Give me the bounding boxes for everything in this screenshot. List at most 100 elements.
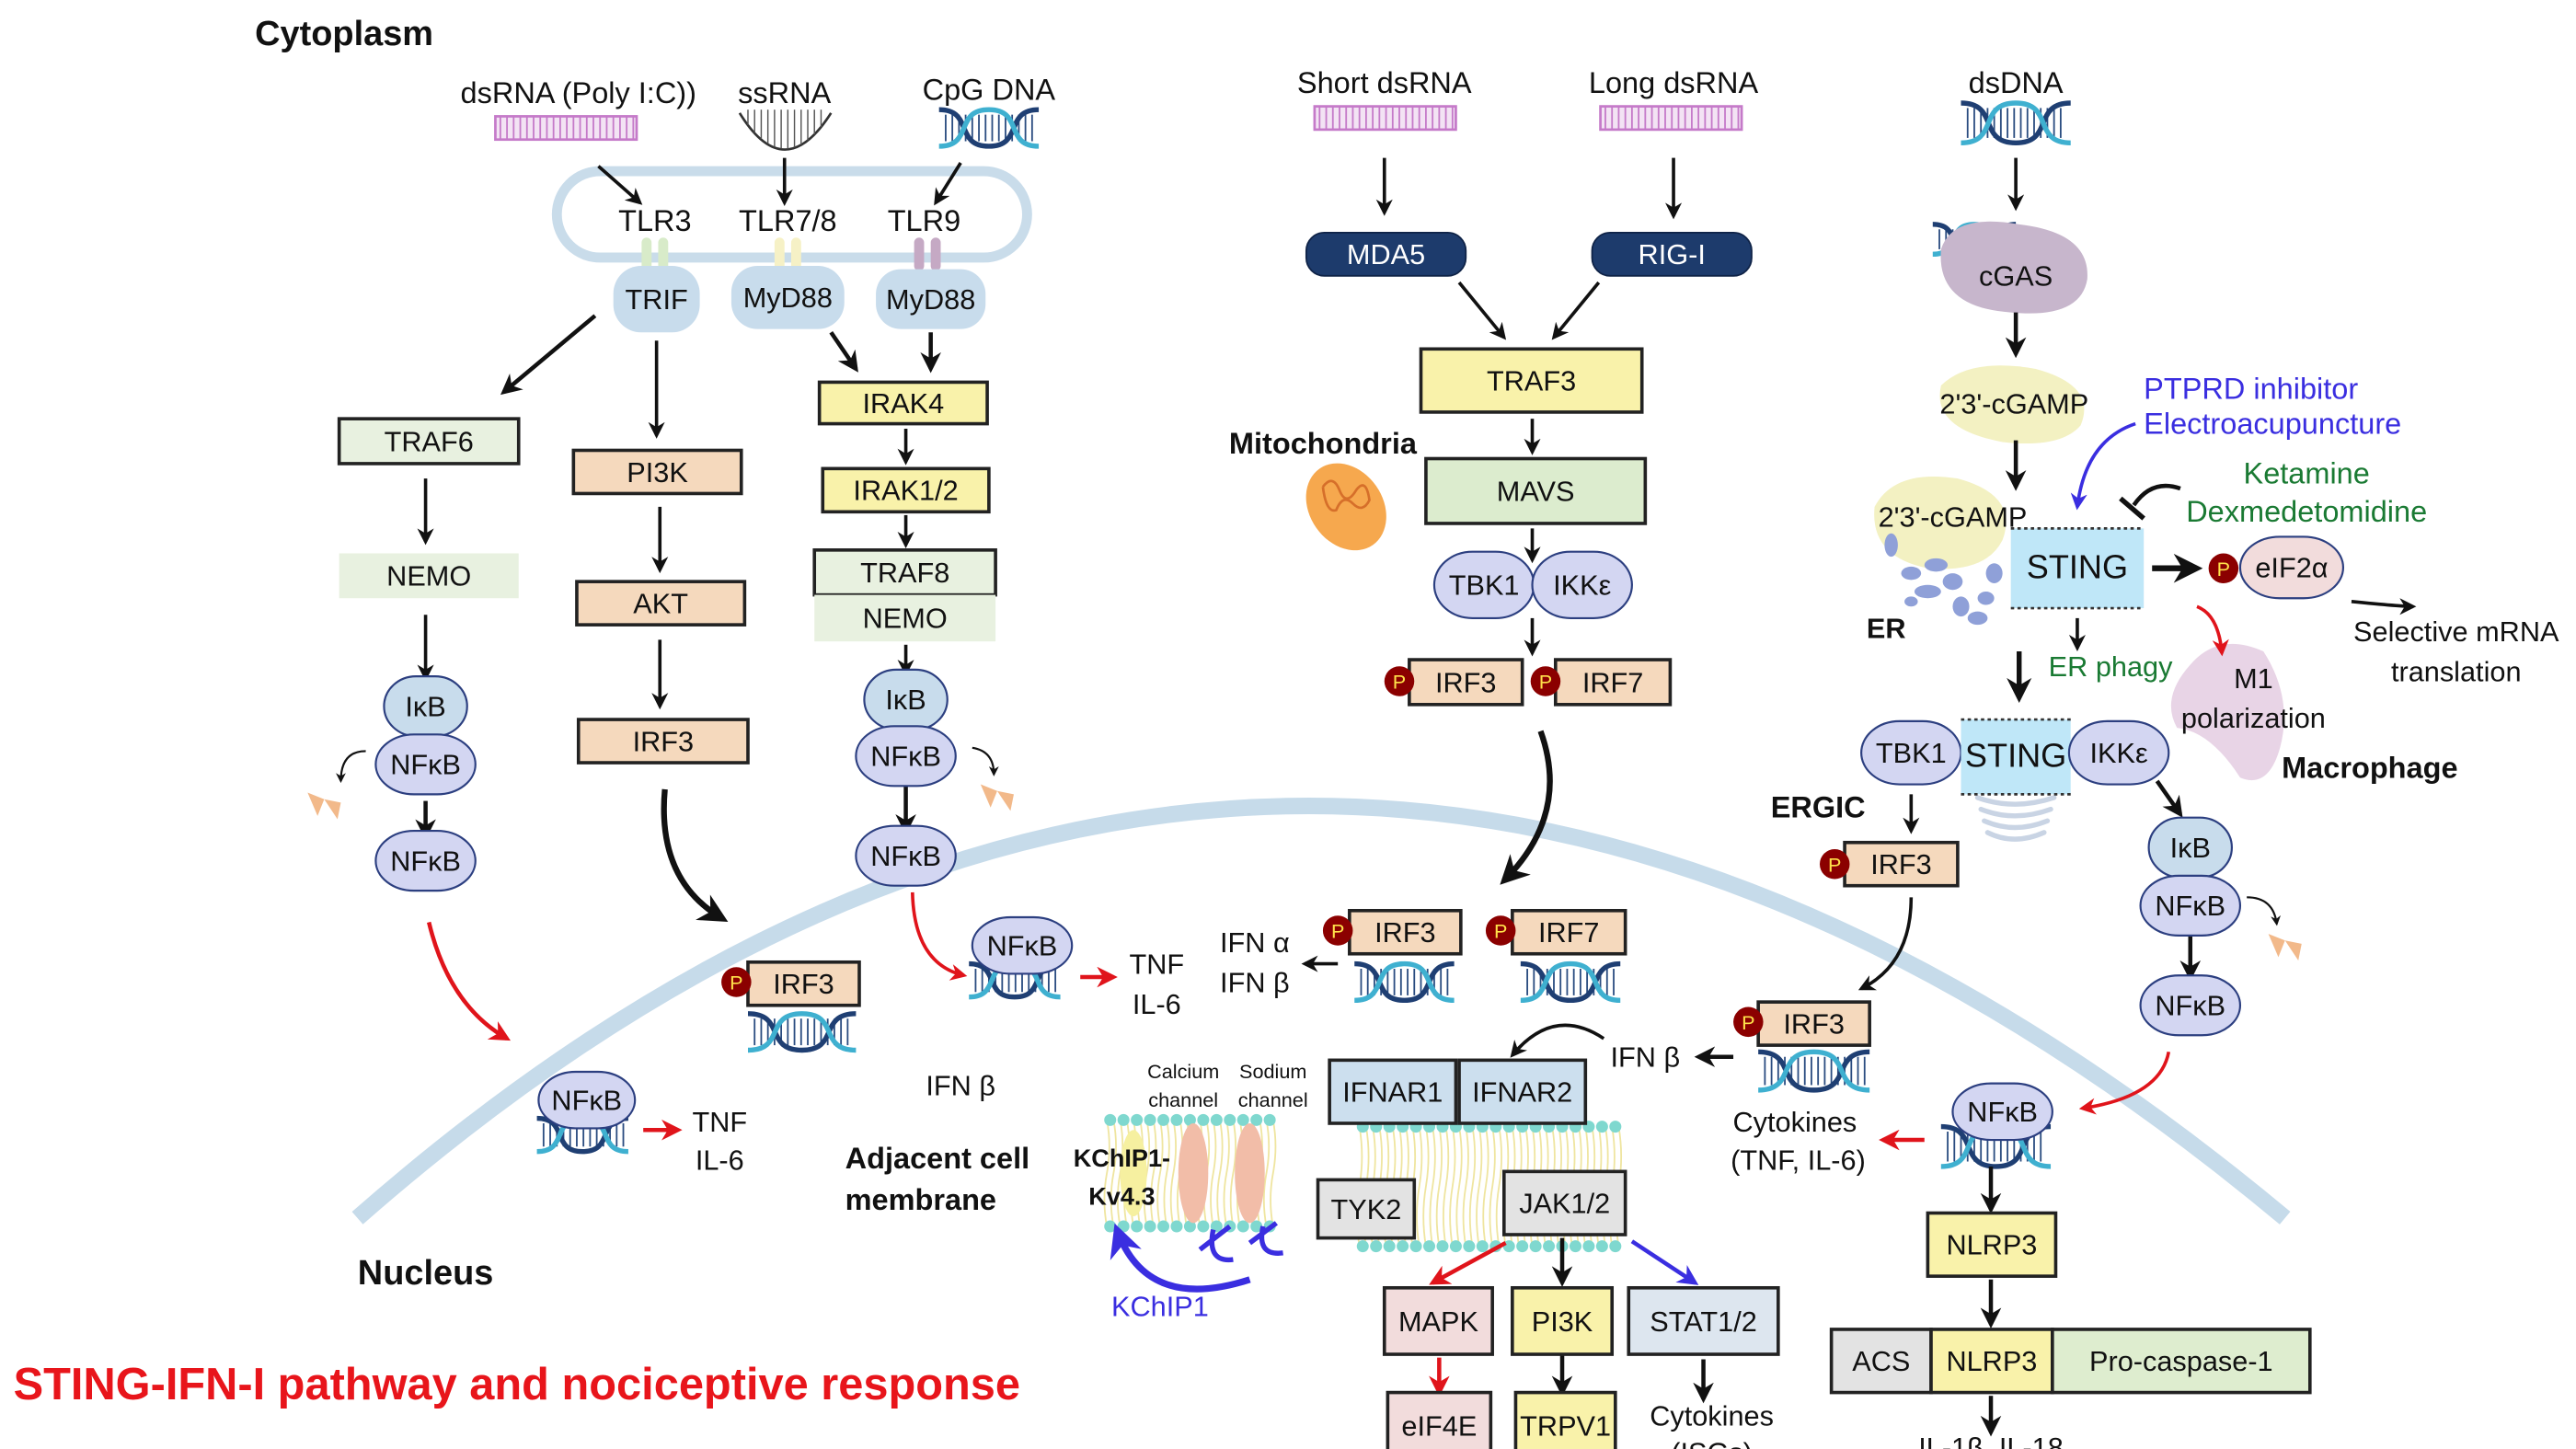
node-ikkeb: IKKε: [2067, 719, 2170, 786]
cgamp-blob: [1939, 365, 2085, 444]
dsrna-icon: [1599, 105, 1743, 132]
text-kchip1: KChIP1: [1111, 1291, 1209, 1323]
irf3n3-label: IRF3: [1783, 1007, 1844, 1040]
kchip1-icon: [1198, 1221, 1283, 1263]
irf3n1-label: IRF3: [773, 968, 834, 1000]
kchip1-kv43-channel: [1120, 1130, 1147, 1217]
node-traf6: TRAF6: [337, 417, 521, 466]
procasp-label: Pro-caspase-1: [2089, 1345, 2273, 1377]
text-er_phagy: ER phagy: [2049, 650, 2173, 683]
text-macrophage: Macrophage: [2282, 751, 2457, 784]
ifnar1-label: IFNAR1: [1342, 1076, 1443, 1109]
rigi-label: RIG-I: [1639, 238, 1706, 270]
nfkbn3-label: NFκB: [1967, 1096, 2038, 1128]
phospho-label: P: [1828, 853, 1841, 876]
phospho-badge: P: [2208, 553, 2239, 583]
eif2a-label: eIF2α: [2255, 552, 2328, 584]
degraded-ikb-icon: [2268, 934, 2302, 960]
dna-icon: [1520, 960, 1621, 1004]
node-nfkb2a: NFκB: [855, 725, 957, 788]
dna-icon: [938, 107, 1040, 149]
dna-icon: [1758, 1049, 1870, 1093]
text-adj2: membrane: [845, 1183, 996, 1216]
node-jak: JAK1/2: [1501, 1169, 1627, 1236]
ifnar2-label: IFNAR2: [1472, 1076, 1572, 1109]
irf7n-label: IRF7: [1538, 916, 1600, 949]
stat-label: STAT1/2: [1650, 1305, 1757, 1338]
node-nlrp3a: NLRP3: [1926, 1211, 2058, 1278]
traf8-label: TRAF8: [860, 557, 949, 589]
node-nfkb1b: NFκB: [374, 830, 477, 892]
node-nlrp3b: NLRP3: [1929, 1328, 2054, 1395]
acs-label: ACS: [1852, 1345, 1910, 1377]
text-short_dsrna: Short dsRNA: [1297, 66, 1472, 99]
text-nucleus: Nucleus: [358, 1254, 494, 1293]
golgi-icon: [1984, 830, 2047, 842]
arrow: [910, 891, 968, 981]
dsrna-icon: [494, 115, 638, 142]
text-er: ER: [1867, 613, 1906, 645]
arrow: [2070, 421, 2136, 511]
phospho-label: P: [2217, 558, 2230, 581]
node-akt: AKT: [575, 580, 747, 627]
node-cgas: cGAS: [1979, 260, 2053, 293]
er-icon: [1901, 566, 1922, 581]
phospho-label: P: [1742, 1011, 1754, 1034]
text-ketamine: Ketamine: [2244, 457, 2370, 490]
pi3k1-label: PI3K: [627, 456, 688, 489]
tbk1b-label: TBK1: [1876, 737, 1947, 769]
akt-label: AKT: [633, 587, 688, 619]
node-mda5: MDA5: [1305, 231, 1467, 277]
arrow: [2155, 779, 2183, 818]
arrow: [972, 746, 999, 776]
node-nemo1: NEMO: [339, 553, 519, 599]
text-calcium: Calcium: [1147, 1060, 1219, 1083]
node-tyk2: TYK2: [1316, 1178, 1417, 1240]
nfkb1a-label: NFκB: [390, 749, 461, 781]
irf3a-label: IRF3: [633, 725, 695, 757]
nfkb2a-label: NFκB: [870, 741, 941, 773]
irak4-label: IRAK4: [863, 387, 945, 420]
node-stat: STAT1/2: [1627, 1285, 1780, 1356]
text-cytisg1: Cytokines: [1650, 1400, 1774, 1432]
arrow: [1457, 281, 1507, 340]
text-selective1: Selective mRNA: [2353, 615, 2559, 648]
node-irf7a: IRF7: [1553, 658, 1673, 707]
nlrp3a-label: NLRP3: [1946, 1229, 2037, 1261]
node-irf3n2: IRF3: [1348, 908, 1463, 956]
node-mavs: MAVS: [1424, 456, 1648, 525]
arrow: [829, 330, 858, 373]
text-electro: Electroacupuncture: [2144, 407, 2401, 440]
irak12-label: IRAK1/2: [853, 475, 958, 507]
nlrp3b-label: NLRP3: [1946, 1345, 2037, 1377]
text-ptprd: PTPRD inhibitor: [2144, 372, 2358, 405]
tlr-receptor-icon: [641, 237, 652, 271]
nfkb2b-label: NFκB: [870, 840, 941, 872]
text-il62: IL-6: [1133, 988, 1181, 1020]
dna-icon: [1354, 960, 1455, 1004]
phospho-badge: P: [1819, 848, 1850, 880]
text-dex: Dexmedetomidine: [2186, 495, 2427, 528]
node-ikb1: IκB: [383, 675, 468, 738]
arrow: [2247, 896, 2281, 926]
node-myd88b: MyD88: [876, 269, 986, 329]
arrow: [2196, 604, 2229, 657]
nfkb3a-label: NFκB: [2155, 890, 2225, 922]
calcium-channel: [1178, 1122, 1209, 1224]
node-eif2a: eIF2α: [2238, 535, 2345, 600]
node-ikb3: IκB: [2147, 816, 2234, 879]
nfkbn2-label: NFκB: [987, 930, 1058, 962]
nemo1-label: NEMO: [386, 560, 471, 592]
cgas-label: cGAS: [1979, 260, 2053, 293]
text-m1a: M1: [2234, 662, 2273, 695]
macrophage-blob: [2170, 643, 2284, 781]
text-dsrna_polyic: dsRNA (Poly I:C)): [461, 76, 696, 109]
jak-label: JAK1/2: [1519, 1188, 1610, 1220]
er-icon: [1904, 596, 1918, 607]
arrow: [1429, 1241, 1507, 1285]
nfkbn1-label: NFκB: [551, 1085, 622, 1117]
arrow: [2078, 1051, 2171, 1115]
node-nfkbn1: NFκB: [537, 1070, 637, 1130]
er-icon: [1914, 584, 1941, 599]
text-tnf1: TNF: [692, 1106, 747, 1138]
